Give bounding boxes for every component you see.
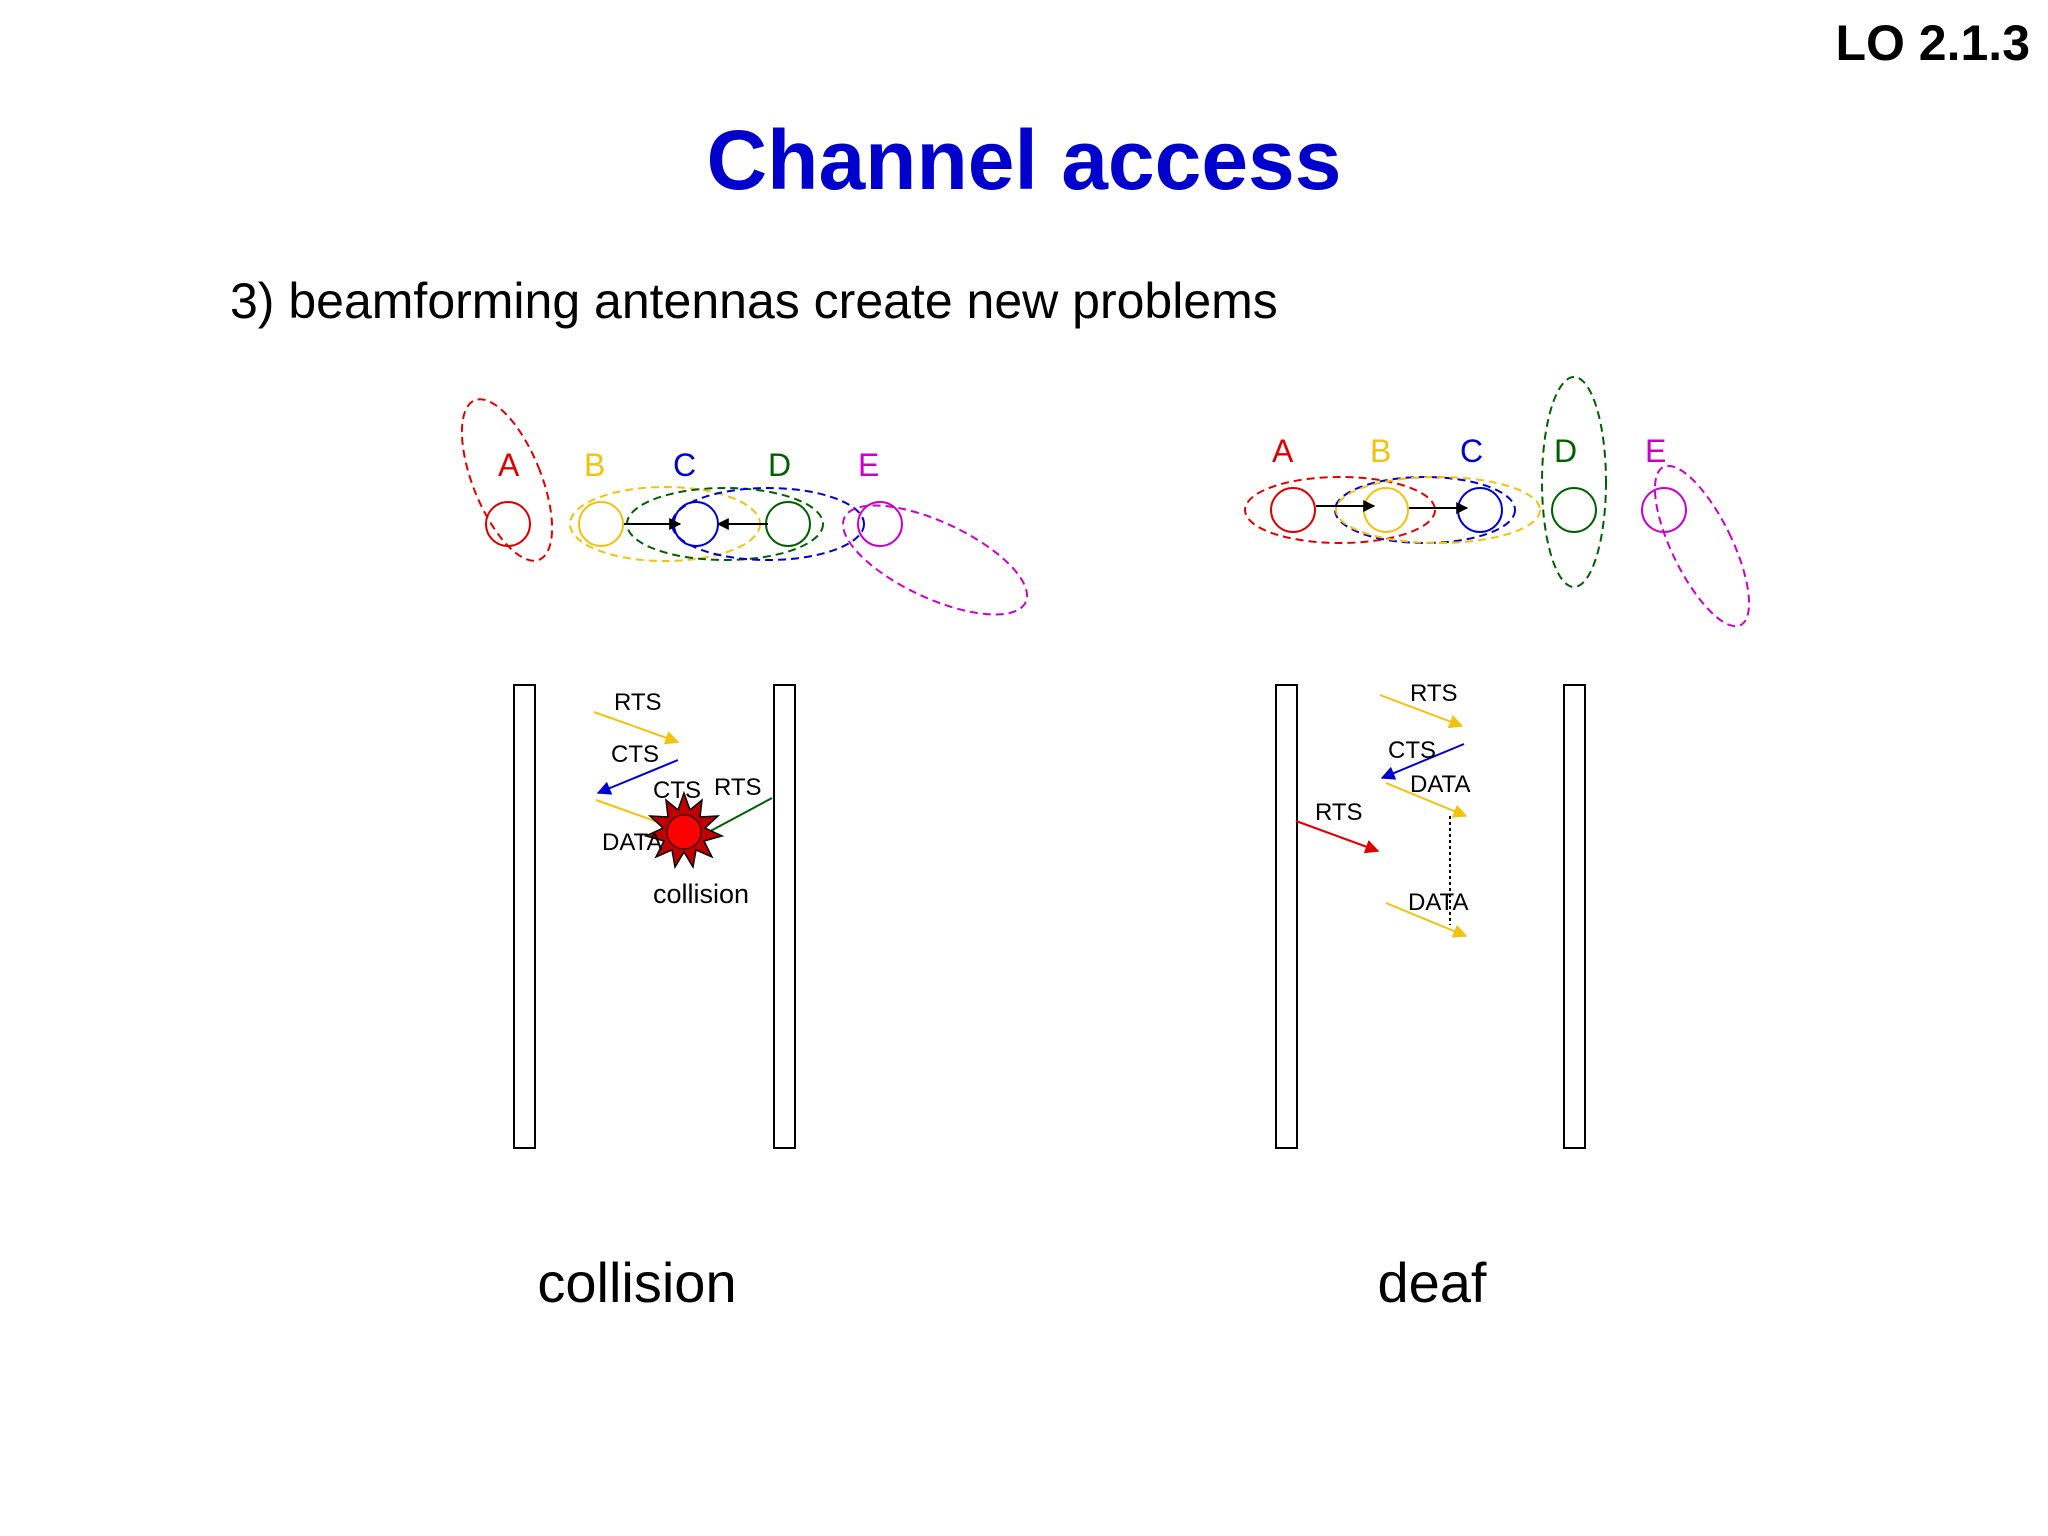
node-c-label: C (673, 447, 696, 483)
collision-scenario: A B C D E RTS CTS CTS RTS DATA collision… (460, 398, 1029, 1314)
msg-rts-1 (1379, 694, 1464, 729)
timeline-left (513, 684, 536, 1149)
beam-d (1541, 376, 1607, 588)
node-a-label: A (1272, 433, 1294, 469)
beam-e (1653, 464, 1751, 628)
timeline-right (773, 684, 796, 1149)
node-b (1363, 487, 1409, 533)
collision-label: collision (653, 879, 749, 909)
deaf-scenario: A B C D E RTS CTS DATA RTS DATA deaf (1244, 376, 1751, 1314)
deaf-caption: deaf (1378, 1251, 1487, 1314)
msg-rts-1-label: RTS (614, 689, 662, 716)
msg-cts-1 (596, 759, 679, 795)
msg-data-2-label: DATA (1408, 889, 1468, 916)
node-e-label: E (1645, 433, 1666, 469)
node-c (673, 501, 719, 547)
timeline-right (1563, 684, 1586, 1149)
beam-a (460, 398, 554, 562)
collision-caption: collision (537, 1251, 736, 1314)
msg-data-1 (1385, 782, 1468, 818)
beam-e (841, 504, 1029, 616)
node-e (1641, 487, 1687, 533)
msg-cts-1-label: CTS (1388, 737, 1436, 764)
msg-data-2 (1385, 902, 1468, 938)
slide-title: Channel access (706, 113, 1342, 207)
msg-rts-2-label: RTS (1315, 799, 1363, 826)
msg-cts-1 (1380, 743, 1465, 780)
node-c-label: C (1460, 433, 1483, 469)
node-a-label: A (498, 447, 520, 483)
slide-code: LO 2.1.3 (1835, 15, 2030, 71)
beam-b (1335, 476, 1541, 544)
beam-c (1334, 476, 1516, 544)
beam-a (1244, 476, 1436, 544)
node-d (765, 501, 811, 547)
slide-subtitle: 3) beamforming antennas create new probl… (230, 273, 1278, 329)
msg-data-label: DATA (602, 829, 662, 856)
collision-center-icon (666, 814, 702, 850)
node-d-label: D (768, 447, 791, 483)
msg-rts-1-label: RTS (1410, 680, 1458, 707)
msg-cts-1-label: CTS (611, 741, 659, 768)
node-e (857, 501, 903, 547)
node-b-label: B (584, 447, 605, 483)
node-b-label: B (1370, 433, 1391, 469)
node-a (485, 501, 531, 547)
msg-rts-2 (1295, 820, 1380, 854)
msg-rts-2-label: RTS (714, 774, 762, 801)
node-d (1551, 487, 1597, 533)
beam-c (671, 487, 865, 561)
node-c (1457, 487, 1503, 533)
msg-rts-1 (593, 711, 680, 745)
node-a (1270, 487, 1316, 533)
timeline-left (1275, 684, 1298, 1149)
node-d-label: D (1554, 433, 1577, 469)
node-e-label: E (858, 447, 879, 483)
node-b (578, 501, 624, 547)
msg-cts-2-label: CTS (653, 777, 701, 804)
msg-data-1-label: DATA (1410, 771, 1470, 798)
